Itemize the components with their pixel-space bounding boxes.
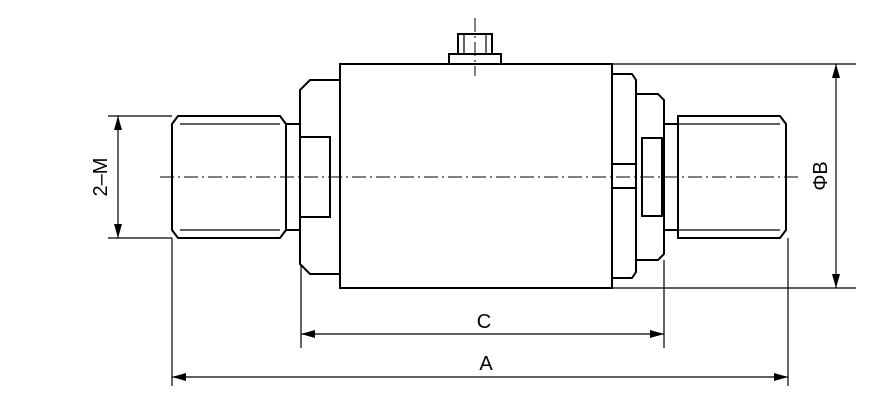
dimension-b: ΦB [612,63,856,289]
dim-a-label: A [479,353,493,375]
left-thread [171,115,287,239]
right-nut [611,73,665,279]
dimension-a: A [171,238,789,386]
dimension-m: 2–M [90,115,172,239]
dim-c-label: C [477,311,491,333]
dimension-c: C [300,260,665,348]
dim-m-label: 2–M [90,158,112,197]
main-body [339,63,613,289]
dim-b-label: ΦB [810,161,832,190]
